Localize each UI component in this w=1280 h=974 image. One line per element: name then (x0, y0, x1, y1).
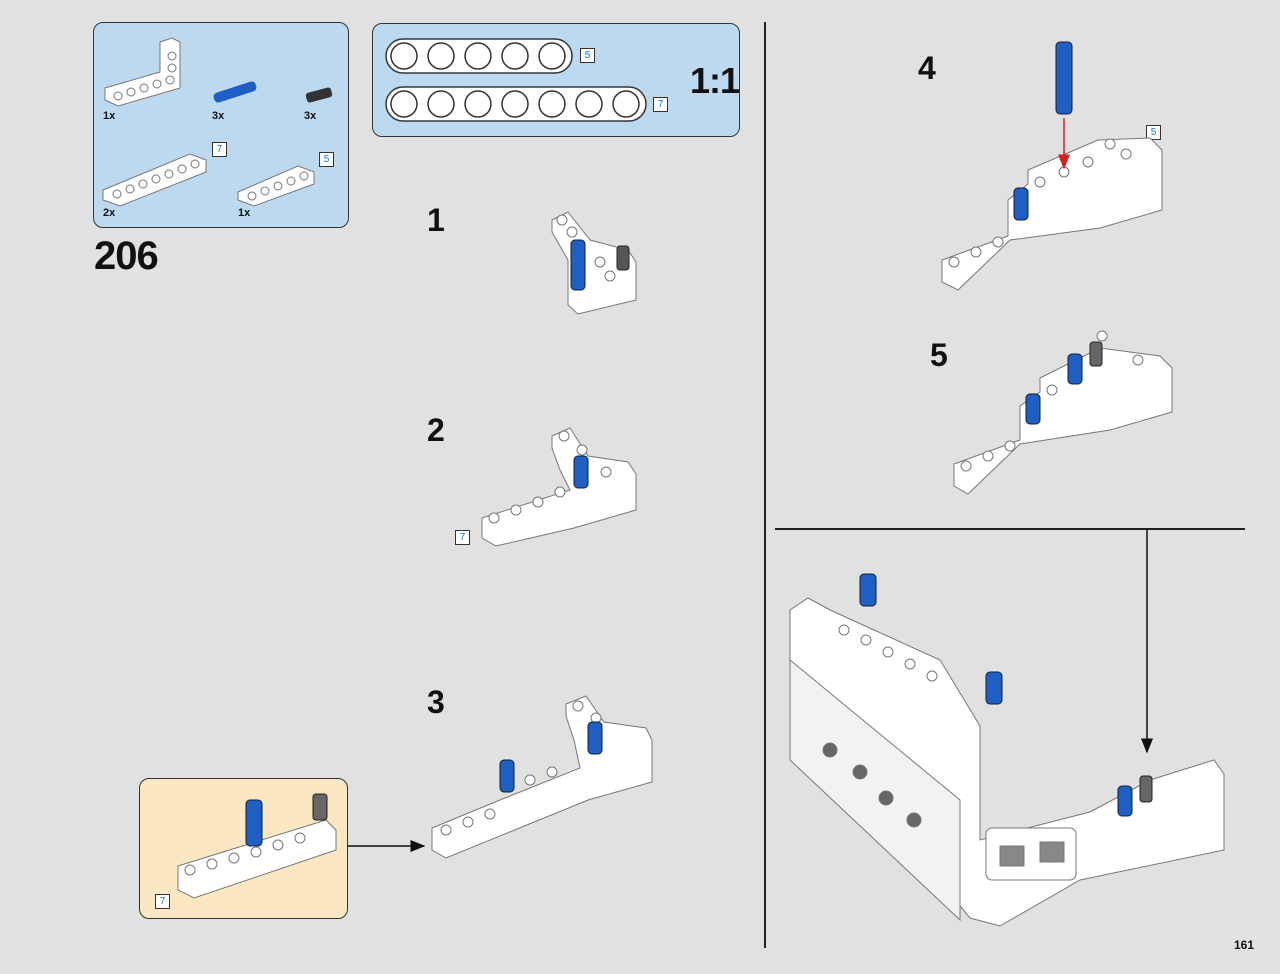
section-divider (775, 528, 1245, 530)
substep3-model (431, 695, 653, 859)
white-beam-5-icon (237, 165, 315, 207)
parts-qty-blue-pin: 3x (212, 110, 225, 122)
final-assembly-model (789, 573, 1225, 927)
substep4-model (941, 41, 1163, 291)
length-badge-7: 7 (212, 142, 227, 157)
step-number: 206 (94, 234, 159, 278)
substep-number-4: 4 (918, 50, 936, 86)
substep2-model (481, 427, 637, 547)
scale-ratio: 1:1 (690, 60, 740, 101)
white-l-beam-icon (104, 37, 181, 107)
substep-number-1: 1 (427, 202, 445, 238)
black-pin-icon (305, 87, 333, 103)
parts-qty-beam-5: 1x (238, 207, 251, 219)
substep-number-3: 3 (427, 684, 445, 720)
page-number: 161 (1234, 938, 1255, 952)
substep4-length-badge: 5 (1146, 125, 1161, 140)
scale-beam-5 (385, 38, 573, 74)
substep-number-5: 5 (930, 337, 948, 373)
substep2-length-badge: 7 (455, 530, 470, 545)
substep-number-2: 2 (427, 412, 445, 448)
substep1-model (551, 211, 637, 315)
parts-qty-beam-7: 2x (103, 207, 116, 219)
parts-qty-l-beam: 1x (103, 110, 116, 122)
scale-length-badge-7: 7 (653, 97, 668, 112)
white-beam-7-icon (102, 153, 207, 207)
substep5-model (953, 330, 1173, 495)
subassembly-model (177, 793, 337, 899)
scale-length-badge-5: 5 (580, 48, 595, 63)
column-divider (764, 22, 766, 948)
length-badge-5: 5 (319, 152, 334, 167)
subassembly-length-badge: 7 (155, 894, 170, 909)
scale-beam-7 (385, 86, 647, 122)
blue-pin-icon (213, 81, 257, 103)
parts-qty-black-pin: 3x (304, 110, 317, 122)
